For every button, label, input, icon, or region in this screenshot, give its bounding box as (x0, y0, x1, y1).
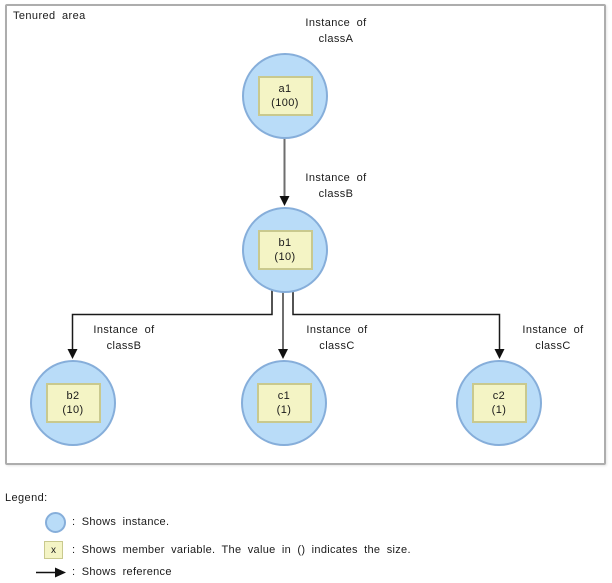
instance-circle-a1: a1 (100) (242, 53, 328, 139)
instance-label-line2: classA (318, 33, 354, 45)
instance-label-line2: classB (318, 188, 354, 200)
arrowhead-icon-b1-c1 (278, 349, 288, 359)
member-variable-name: c2 (492, 390, 506, 402)
instance-label-b2: Instance of classB (74, 322, 174, 354)
legend-reference-arrow-icon (36, 567, 66, 578)
legend-item-member-variable: : Shows member variable. The value in ()… (72, 544, 411, 556)
instance-label-line1: Instance of (522, 324, 584, 336)
legend-item-reference: : Shows reference (72, 566, 172, 578)
member-variable-size: (10) (274, 251, 296, 263)
arrowhead-icon-a1-b1 (279, 196, 290, 206)
member-variable-size: (1) (491, 404, 507, 416)
member-variable-size: (1) (276, 404, 292, 416)
instance-label-c2: Instance of classC (503, 322, 603, 354)
instance-label-line1: Instance of (93, 324, 155, 336)
legend-member-variable-box-icon: x (44, 541, 63, 559)
instance-circle-b2: b2 (10) (30, 360, 116, 446)
member-variable-size: (10) (62, 404, 84, 416)
member-variable-name: a1 (278, 83, 292, 95)
instance-label-line2: classC (319, 340, 355, 352)
instance-label-line1: Instance of (305, 17, 367, 29)
instance-circle-b1: b1 (10) (242, 207, 328, 293)
member-variable-box-b1: b1 (10) (257, 230, 313, 270)
member-variable-box-b2: b2 (10) (45, 383, 101, 423)
tenured-area-label: Tenured area (13, 10, 86, 22)
instance-label-line1: Instance of (306, 324, 368, 336)
member-variable-name: b2 (66, 390, 80, 402)
instance-label-line2: classB (106, 340, 142, 352)
member-variable-box-a1: a1 (100) (257, 76, 313, 116)
member-variable-box-c2: c2 (1) (471, 383, 527, 423)
legend-instance-circle-icon (45, 512, 66, 533)
member-variable-name: b1 (278, 237, 292, 249)
reference-line-b1-b2 (71, 288, 273, 351)
instance-label-b1: Instance of classB (286, 170, 386, 202)
instance-circle-c1: c1 (1) (241, 360, 327, 446)
arrowhead-icon-b1-b2 (67, 349, 78, 359)
instance-label-a1: Instance of classA (286, 15, 386, 47)
instance-circle-c2: c2 (1) (456, 360, 542, 446)
legend-member-variable-symbol: x (51, 544, 56, 556)
instance-label-line2: classC (535, 340, 571, 352)
instance-label-c1: Instance of classC (287, 322, 387, 354)
member-variable-size: (100) (271, 97, 299, 109)
member-variable-name: c1 (277, 390, 291, 402)
reference-line-b1-c2 (292, 288, 501, 351)
reference-wires (67, 137, 505, 359)
instance-label-line1: Instance of (305, 172, 367, 184)
member-variable-box-c1: c1 (1) (256, 383, 312, 423)
legend-title: Legend: (5, 492, 48, 504)
arrowhead-icon-b1-c2 (494, 349, 505, 359)
legend-item-instance: : Shows instance. (72, 516, 170, 528)
